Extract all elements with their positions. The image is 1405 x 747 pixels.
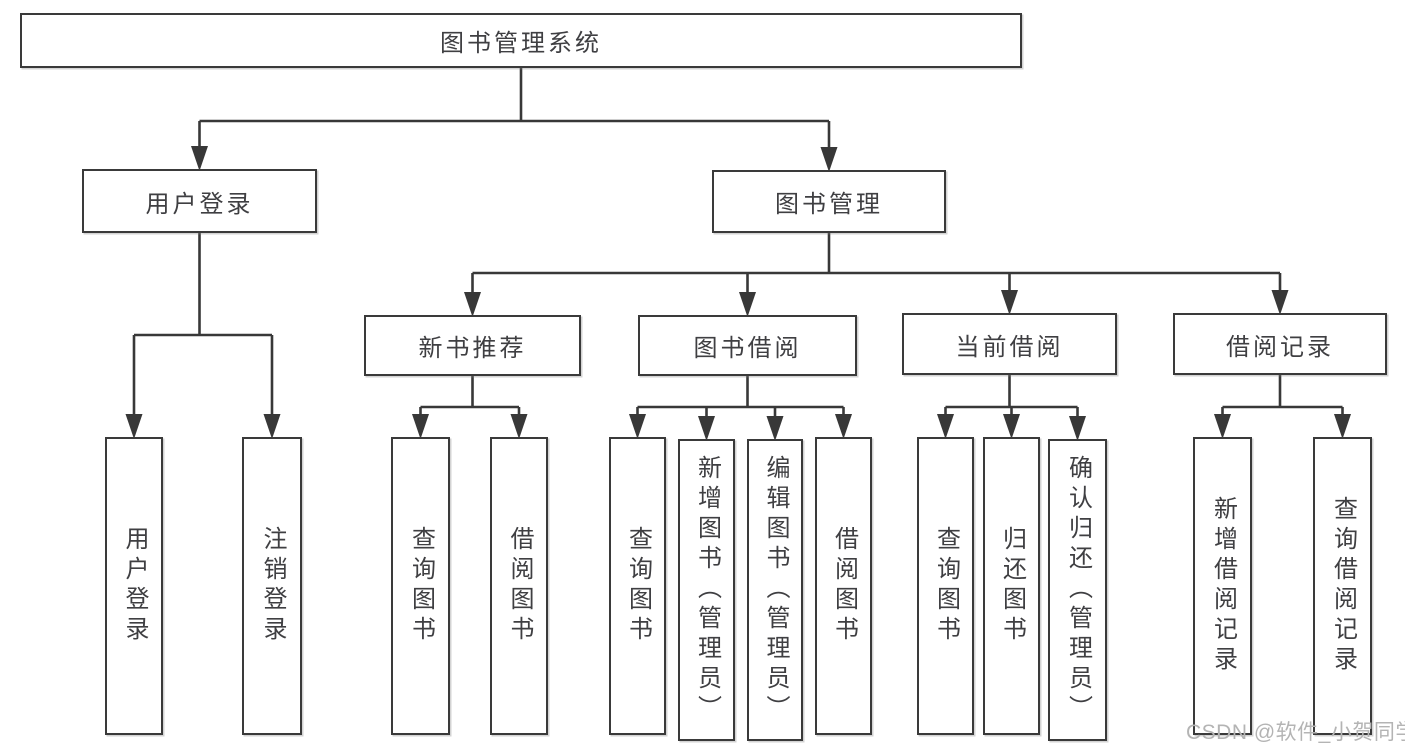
node-root: 图书管理系统 (20, 13, 1022, 68)
node-label-leaf-query-books-3: 查询图书 (932, 526, 960, 646)
node-leaf-user-login: 用户登录 (105, 437, 163, 735)
node-user-login: 用户登录 (82, 169, 317, 233)
node-current-borrowing: 当前借阅 (902, 313, 1117, 375)
node-label-leaf-query-books-1: 查询图书 (407, 526, 435, 646)
node-label-leaf-user-login: 用户登录 (121, 526, 148, 646)
node-label-leaf-query-books-2: 查询图书 (624, 526, 652, 646)
node-label-leaf-borrow-books-2: 借阅图书 (830, 526, 858, 646)
node-leaf-return-book: 归还图书 (983, 437, 1040, 735)
node-label-book-management: 图书管理 (775, 191, 883, 218)
node-label-leaf-add-borrow-record: 新增借阅记录 (1209, 496, 1237, 676)
node-leaf-add-book-admin: 新增图书（管理员） (678, 439, 735, 741)
node-book-management: 图书管理 (712, 170, 946, 233)
node-leaf-add-borrow-record: 新增借阅记录 (1193, 437, 1252, 735)
node-leaf-edit-book-admin: 编辑图书（管理员） (747, 439, 803, 741)
node-label-new-book-recommend: 新书推荐 (418, 335, 527, 362)
node-new-book-recommend: 新书推荐 (364, 315, 581, 376)
node-leaf-logout: 注销登录 (242, 437, 302, 735)
watermark: CSDN @软件_小贺同学 (1186, 721, 1405, 744)
node-leaf-query-books-1: 查询图书 (391, 437, 450, 735)
node-label-leaf-logout: 注销登录 (259, 526, 286, 646)
node-label-book-borrowing: 图书借阅 (693, 335, 802, 362)
node-leaf-query-books-3: 查询图书 (917, 437, 974, 735)
node-label-leaf-borrow-books-1: 借阅图书 (506, 526, 533, 646)
node-leaf-borrow-books-2: 借阅图书 (815, 437, 872, 735)
node-label-leaf-add-book-admin: 新增图书（管理员） (693, 455, 721, 725)
node-label-leaf-return-book: 归还图书 (998, 526, 1026, 646)
node-leaf-confirm-return-admin: 确认归还（管理员） (1048, 439, 1107, 741)
node-leaf-borrow-books-1: 借阅图书 (490, 437, 548, 735)
node-leaf-query-borrow-record: 查询借阅记录 (1313, 437, 1372, 735)
node-label-leaf-query-borrow-record: 查询借阅记录 (1329, 496, 1357, 676)
node-label-current-borrowing: 当前借阅 (955, 333, 1064, 361)
node-label-root: 图书管理系统 (440, 30, 602, 57)
node-label-leaf-edit-book-admin: 编辑图书（管理员） (762, 455, 789, 725)
node-label-borrowing-records: 借阅记录 (1226, 333, 1334, 361)
node-borrowing-records: 借阅记录 (1173, 313, 1387, 375)
node-leaf-query-books-2: 查询图书 (609, 437, 666, 735)
node-label-leaf-confirm-return-admin: 确认归还（管理员） (1064, 455, 1092, 725)
node-label-user-login: 用户登录 (145, 190, 254, 218)
node-book-borrowing: 图书借阅 (638, 315, 857, 376)
